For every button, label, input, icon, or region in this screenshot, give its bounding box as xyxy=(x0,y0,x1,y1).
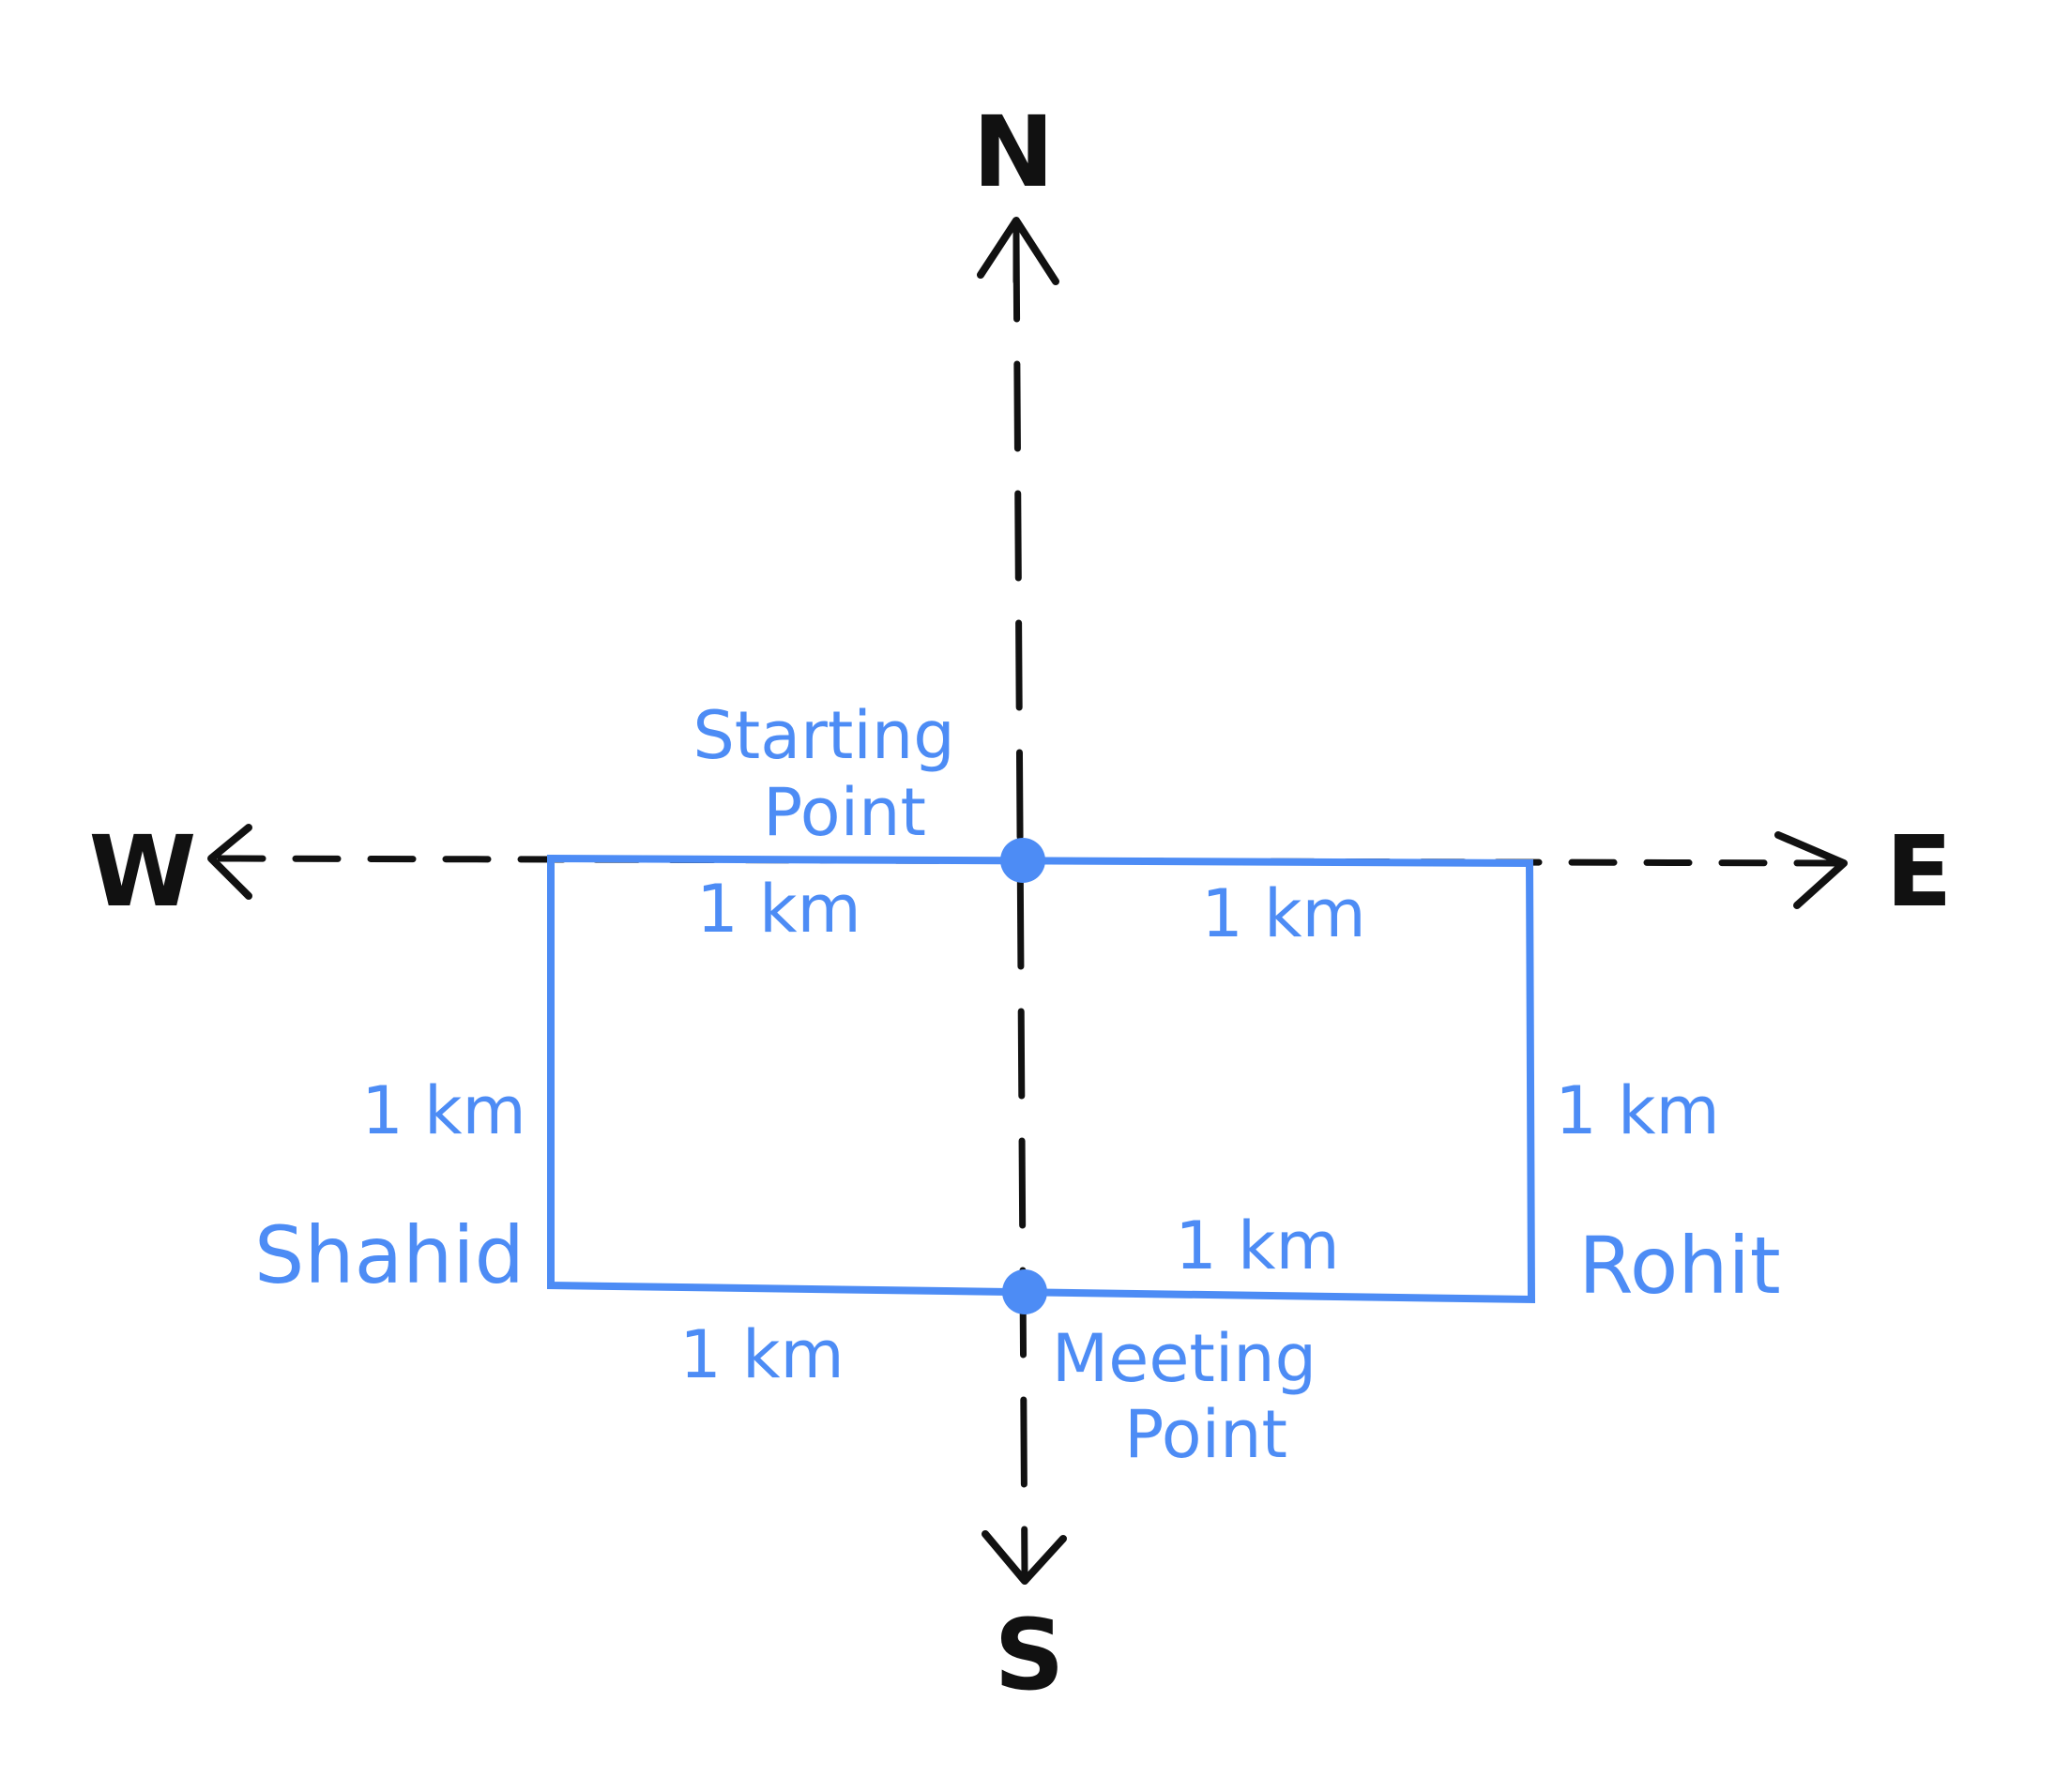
distance-bottom-right: 1 km xyxy=(1175,1207,1340,1284)
distance-bottom-left: 1 km xyxy=(679,1316,845,1393)
starting-point-dot xyxy=(1000,838,1045,883)
person-left-label: Shahid xyxy=(254,1209,525,1301)
person-right-label: Rohit xyxy=(1578,1220,1781,1312)
starting-point-label-line1: Starting xyxy=(693,697,954,774)
meeting-point-dot xyxy=(1002,1269,1047,1314)
distance-top-left: 1 km xyxy=(696,871,861,948)
east-label: E xyxy=(1885,814,1952,929)
distance-top-right: 1 km xyxy=(1201,875,1366,952)
north-south-axis xyxy=(1012,231,1028,1580)
starting-point-label-line2: Point xyxy=(763,774,926,851)
walking-path xyxy=(547,854,1536,1304)
south-arrowhead xyxy=(982,1530,1067,1585)
north-label: N xyxy=(972,95,1054,209)
west-east-axis xyxy=(217,855,1843,867)
west-label: W xyxy=(89,814,197,929)
east-arrowhead xyxy=(1774,831,1848,909)
meeting-point-label-line2: Point xyxy=(1124,1396,1287,1473)
meeting-point-label-line1: Meeting xyxy=(1052,1320,1317,1397)
distance-right-side: 1 km xyxy=(1555,1072,1720,1149)
distance-left-side: 1 km xyxy=(361,1072,526,1149)
south-label: S xyxy=(995,1598,1065,1712)
west-arrowhead xyxy=(207,824,252,900)
